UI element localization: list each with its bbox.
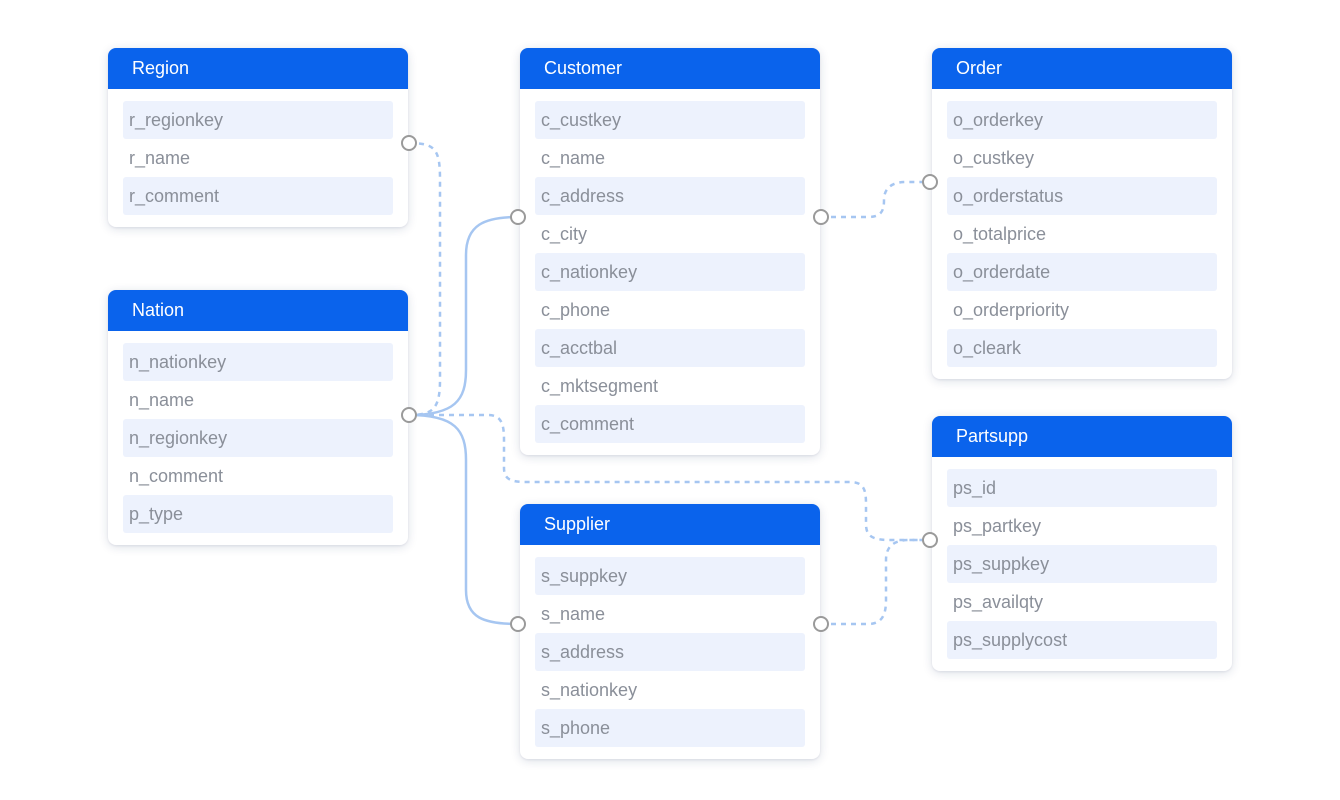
- field-c_address: c_address: [535, 177, 805, 215]
- field-o_orderkey: o_orderkey: [947, 101, 1217, 139]
- field-c_name: c_name: [541, 148, 606, 168]
- table-nation[interactable]: Nation n_nationkey n_name n_regionkey n_…: [108, 290, 408, 545]
- field-s_nationkey: s_nationkey: [541, 680, 638, 700]
- field-c_city: c_city: [541, 224, 588, 244]
- field-s_phone: s_phone: [535, 709, 805, 747]
- field-n_nationkey: n_nationkey: [123, 343, 393, 381]
- link-supplier-partsupp: [821, 538, 930, 626]
- field-s_address: s_address: [535, 633, 805, 671]
- table-customer[interactable]: Customer c_custkey c_name c_address c_ci…: [520, 48, 820, 455]
- field-o_custkey: o_custkey: [953, 148, 1035, 168]
- port-customer-left[interactable]: [510, 209, 526, 225]
- field-ps_id: ps_id: [947, 469, 1217, 507]
- table-partsupp-title: Partsupp: [932, 416, 1232, 457]
- field-p_type: p_type: [123, 495, 393, 533]
- field-s_suppkey: s_suppkey: [535, 557, 805, 595]
- field-c_comment: c_comment: [535, 405, 805, 443]
- field-r_comment: r_comment: [123, 177, 393, 215]
- field-s_name: s_name: [541, 604, 606, 624]
- table-region-title: Region: [108, 48, 408, 89]
- link-customer-order: [821, 180, 930, 219]
- field-o_orderstatus: o_orderstatus: [947, 177, 1217, 215]
- field-r_name: r_name: [129, 148, 191, 168]
- port-customer-right[interactable]: [813, 209, 829, 225]
- port-nation-right[interactable]: [401, 407, 417, 423]
- field-o_orderdate: o_orderdate: [947, 253, 1217, 291]
- field-r_regionkey: r_regionkey: [123, 101, 393, 139]
- port-partsupp-left[interactable]: [922, 532, 938, 548]
- field-ps_supplycost: ps_supplycost: [947, 621, 1217, 659]
- link-nation-customer: [408, 215, 519, 417]
- field-ps_partkey: ps_partkey: [953, 516, 1042, 536]
- port-supplier-right[interactable]: [813, 616, 829, 632]
- link-region-nation: [408, 141, 442, 417]
- field-o_totalprice: o_totalprice: [953, 224, 1047, 244]
- field-ps_availqty: ps_availqty: [953, 592, 1044, 612]
- field-o_orderpriority: o_orderpriority: [953, 300, 1070, 320]
- field-c_nationkey: c_nationkey: [535, 253, 805, 291]
- field-c_custkey: c_custkey: [535, 101, 805, 139]
- field-c_phone: c_phone: [541, 300, 611, 320]
- field-c_acctbal: c_acctbal: [535, 329, 805, 367]
- table-customer-title: Customer: [520, 48, 820, 89]
- table-nation-title: Nation: [108, 290, 408, 331]
- table-order-title: Order: [932, 48, 1232, 89]
- port-region-right[interactable]: [401, 135, 417, 151]
- port-supplier-left[interactable]: [510, 616, 526, 632]
- field-n_comment: n_comment: [129, 466, 224, 486]
- field-n_name: n_name: [129, 390, 195, 410]
- table-partsupp[interactable]: Partsupp ps_id ps_partkey ps_suppkey ps_…: [932, 416, 1232, 671]
- link-nation-supplier: [408, 413, 519, 626]
- port-order-left[interactable]: [922, 174, 938, 190]
- field-o_cleark: o_cleark: [947, 329, 1217, 367]
- table-order[interactable]: Order o_orderkey o_custkey o_orderstatus…: [932, 48, 1232, 379]
- table-supplier[interactable]: Supplier s_suppkey s_name s_address s_na…: [520, 504, 820, 759]
- field-n_regionkey: n_regionkey: [123, 419, 393, 457]
- field-ps_suppkey: ps_suppkey: [947, 545, 1217, 583]
- table-region[interactable]: Region r_regionkey r_name r_comment: [108, 48, 408, 227]
- field-c_mktsegment: c_mktsegment: [541, 376, 659, 396]
- table-supplier-title: Supplier: [520, 504, 820, 545]
